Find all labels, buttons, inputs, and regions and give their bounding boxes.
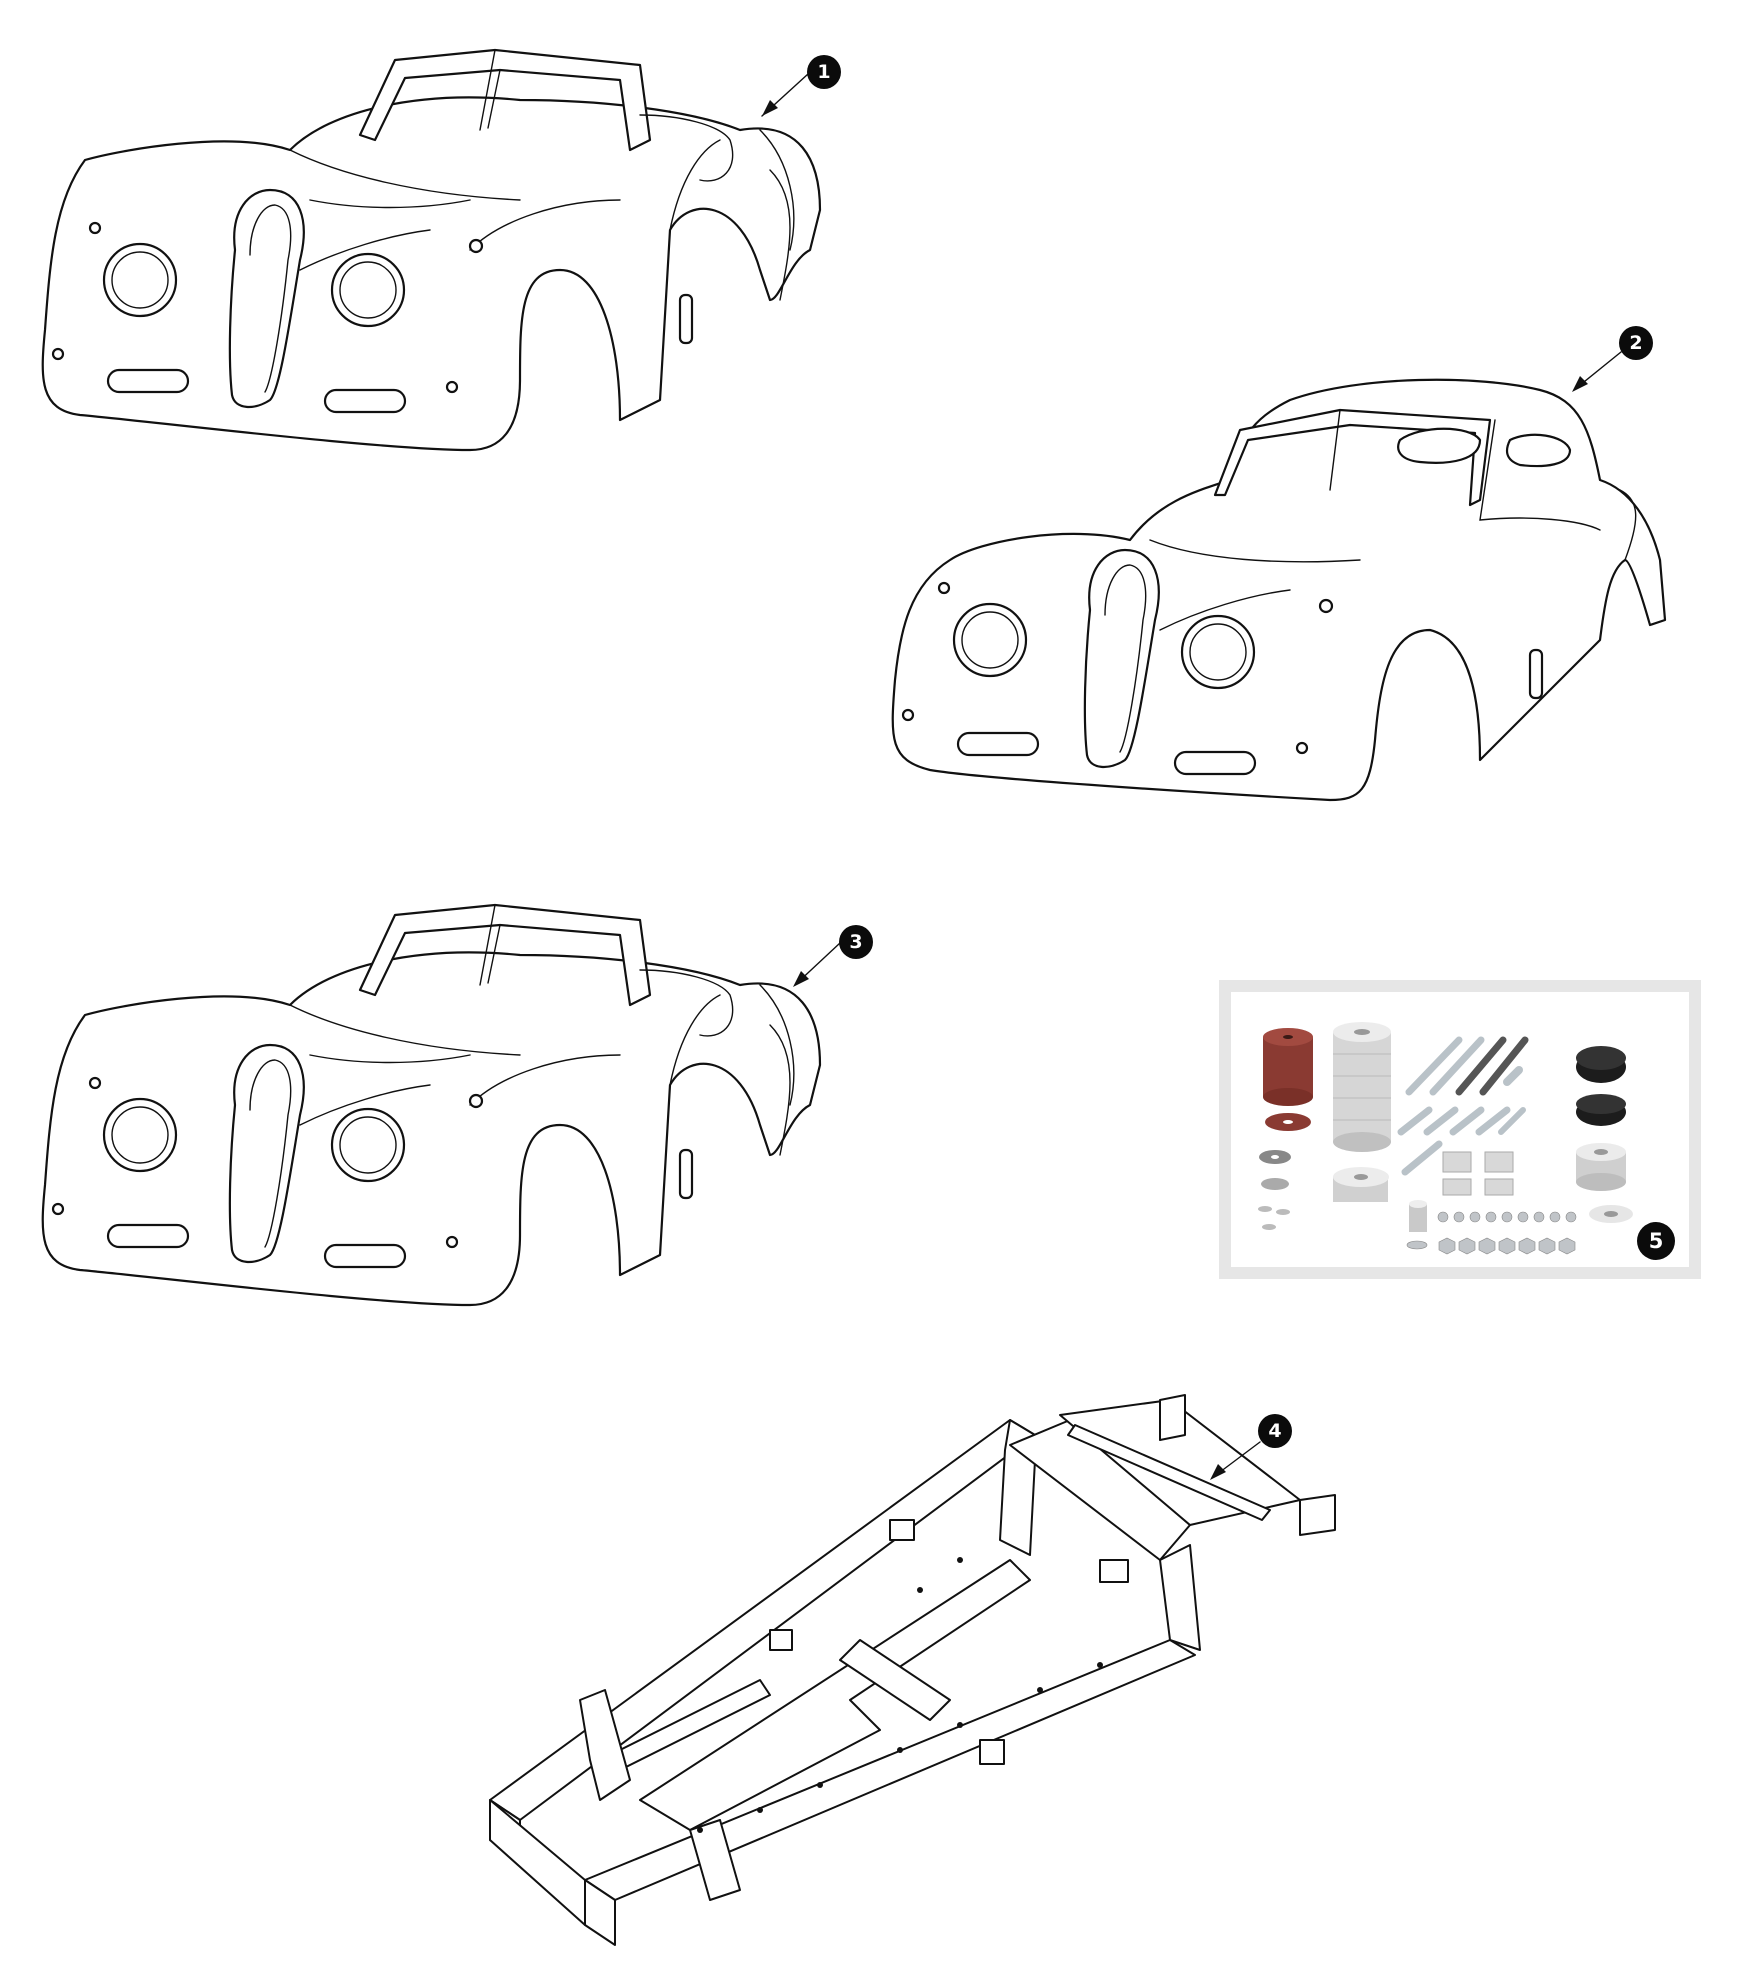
- mounting-kit-panel: [1219, 980, 1701, 1279]
- roadster-body-shell: [41, 48, 822, 452]
- bolt-group: [1397, 1036, 1529, 1176]
- callout-badge-4: 4: [1258, 1414, 1292, 1448]
- drophead-body-shell: [41, 903, 822, 1307]
- callout-badge-1: 1: [807, 55, 841, 89]
- leader-arrow-2: [1572, 376, 1588, 392]
- mounting-kit-photo: [1231, 992, 1689, 1267]
- rubber-washer-stack: [1263, 1028, 1313, 1131]
- spacer-stack: [1333, 1022, 1391, 1152]
- callout-badge-3: 3: [839, 925, 873, 959]
- leader-arrow-4: [1210, 1464, 1226, 1480]
- body-mounting-kit-icon: [1258, 1022, 1633, 1255]
- callout-badge-2: 2: [1619, 326, 1653, 360]
- callout-badge-5: 5: [1637, 1222, 1675, 1260]
- nut-row: [1406, 1211, 1577, 1255]
- chassis-frame: [489, 1394, 1336, 1946]
- coupe-body-shell: [891, 378, 1667, 802]
- leader-arrow-3: [793, 971, 809, 987]
- leader-arrow-1: [762, 100, 778, 116]
